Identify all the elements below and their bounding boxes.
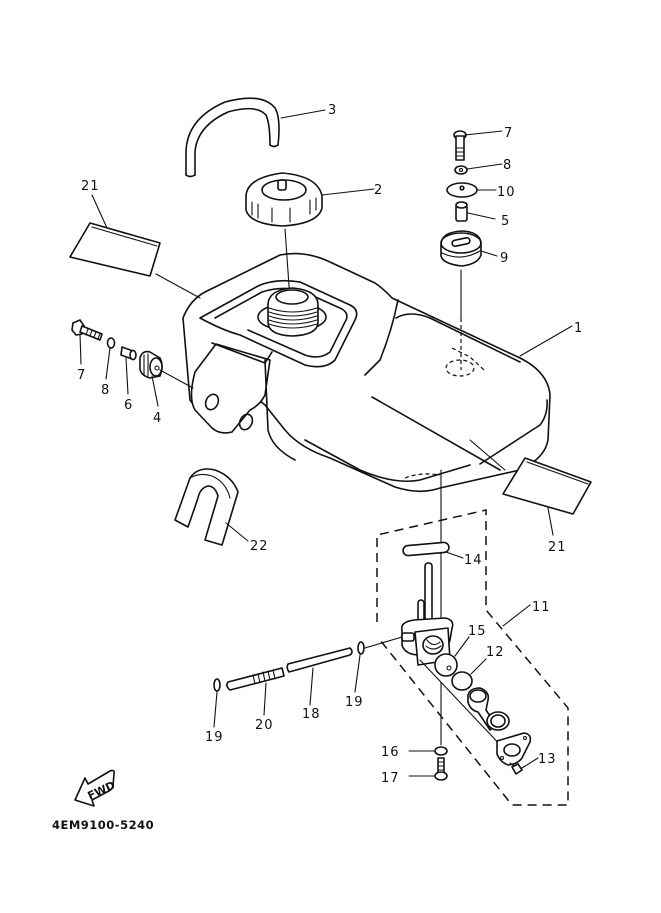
- callout-16[interactable]: 16: [381, 745, 400, 760]
- leader-line-21b: [547, 507, 554, 536]
- leader-line-1: [519, 325, 573, 357]
- callout-6[interactable]: 6: [124, 398, 133, 413]
- callout-9[interactable]: 9: [500, 251, 509, 266]
- lever-seal[interactable]: [486, 711, 510, 731]
- callout-19a[interactable]: 19: [345, 695, 364, 710]
- callout-10[interactable]: 10: [497, 185, 516, 200]
- washer-top[interactable]: [454, 165, 468, 175]
- leader-line-5: [467, 212, 496, 220]
- grommet[interactable]: [440, 230, 482, 267]
- leader-line-19a: [354, 654, 361, 693]
- clip-left[interactable]: [213, 678, 221, 692]
- callout-20[interactable]: 20: [255, 718, 274, 733]
- u-damper[interactable]: [174, 468, 239, 546]
- leader-line-7a: [464, 130, 503, 136]
- leader-line-11: [502, 604, 531, 627]
- leader-line-8b: [105, 347, 111, 380]
- callout-12[interactable]: 12: [486, 645, 505, 660]
- leader-line-7b: [79, 333, 82, 365]
- collar-top[interactable]: [455, 201, 468, 222]
- screw[interactable]: [509, 762, 523, 775]
- pad-right-axis: [469, 439, 506, 471]
- callout-5[interactable]: 5: [501, 214, 510, 229]
- bolt-left[interactable]: [71, 319, 103, 341]
- fuel-cock[interactable]: [400, 562, 454, 666]
- pad-right[interactable]: [502, 457, 592, 515]
- bolt-top[interactable]: [453, 130, 467, 161]
- callout-18[interactable]: 18: [302, 707, 321, 722]
- leader-line-22: [225, 522, 249, 542]
- forward-direction-arrow: FWD: [74, 769, 117, 807]
- clip-right-to-cock-line: [364, 636, 403, 649]
- leader-line-18: [309, 667, 314, 706]
- leader-line-8a: [466, 163, 503, 170]
- leader-line-19b: [213, 691, 218, 728]
- callout-19b[interactable]: 19: [205, 730, 224, 745]
- leader-line-2: [321, 188, 375, 196]
- callout-11[interactable]: 11: [532, 600, 551, 615]
- callout-15[interactable]: 15: [468, 624, 487, 639]
- leader-line-20: [263, 682, 267, 716]
- callout-8b[interactable]: 8: [101, 383, 110, 398]
- filter-cup[interactable]: [434, 653, 458, 677]
- cock-side-line: [419, 659, 506, 751]
- fuel-cap[interactable]: [245, 172, 375, 227]
- callout-2[interactable]: 2: [374, 183, 383, 198]
- callout-labels: 1 2 3 4 5 6 7 7 8 8 9 10 11 12 13 14 15 …: [77, 103, 583, 786]
- callout-14[interactable]: 14: [464, 553, 483, 568]
- breather-hose[interactable]: [185, 97, 280, 178]
- pad-left-axis: [155, 273, 201, 299]
- damper-axis-line: [159, 369, 194, 389]
- drawing-code: 4EM9100-5240: [52, 818, 154, 832]
- leader-line-12: [470, 658, 487, 675]
- callout-13[interactable]: 13: [538, 752, 557, 767]
- washer-16[interactable]: [434, 746, 448, 756]
- leader-line-3: [280, 109, 326, 119]
- fuel-cock-assembly-boundary[interactable]: [376, 509, 569, 806]
- damper[interactable]: [139, 350, 163, 379]
- leader-line-13: [521, 757, 539, 769]
- washer-left[interactable]: [106, 337, 116, 349]
- callout-21a[interactable]: 21: [81, 179, 100, 194]
- clip-right[interactable]: [357, 641, 365, 655]
- fuel-hose[interactable]: [286, 647, 353, 673]
- bolt-17[interactable]: [434, 757, 448, 781]
- leader-line-9: [480, 250, 498, 257]
- gasket[interactable]: [451, 671, 473, 691]
- callout-22[interactable]: 22: [250, 539, 269, 554]
- callout-21b[interactable]: 21: [548, 540, 567, 555]
- leader-line-6: [125, 357, 129, 395]
- o-ring-gasket[interactable]: [402, 541, 450, 557]
- callout-1[interactable]: 1: [574, 321, 583, 336]
- leader-line-15: [454, 636, 470, 657]
- collar-left[interactable]: [120, 346, 137, 361]
- fuel-tank[interactable]: [182, 252, 551, 493]
- callout-3[interactable]: 3: [328, 103, 337, 118]
- callout-17[interactable]: 17: [381, 771, 400, 786]
- plate-washer[interactable]: [446, 182, 478, 198]
- leader-line-14: [445, 551, 464, 559]
- leader-line-4: [151, 375, 159, 407]
- pad-left[interactable]: [69, 222, 161, 277]
- leader-line-21a: [91, 194, 108, 229]
- cover-plate[interactable]: [496, 732, 532, 766]
- callout-7b[interactable]: 7: [77, 368, 86, 383]
- callout-7a[interactable]: 7: [504, 126, 513, 141]
- callout-8a[interactable]: 8: [503, 158, 512, 173]
- callout-4[interactable]: 4: [153, 411, 162, 426]
- pipe[interactable]: [226, 667, 285, 691]
